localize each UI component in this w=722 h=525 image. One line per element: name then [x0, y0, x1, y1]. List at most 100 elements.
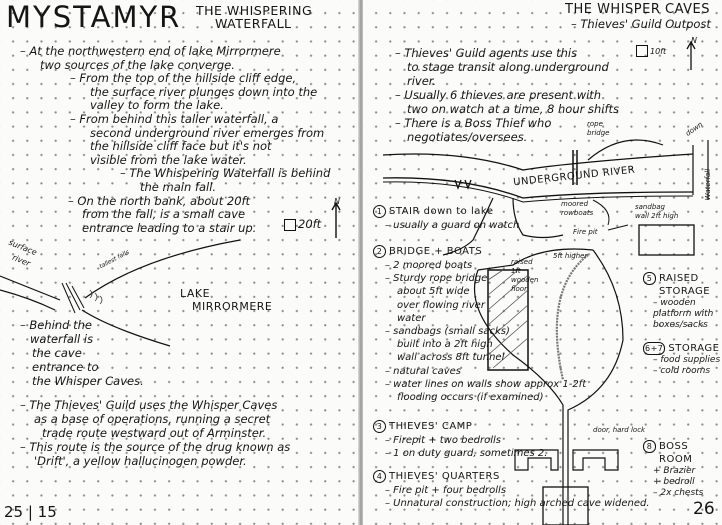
key-line: – Sturdy rope bridge	[385, 273, 488, 285]
note-line: as a base of operations, running a secre…	[34, 412, 271, 426]
key-line: – Firepit + two bedrolls	[385, 435, 501, 446]
key-line: – Unnatural construction; high arched ca…	[385, 498, 650, 510]
key-title: BRIDGE + BOATS	[389, 246, 483, 257]
key-line: + Brazier	[653, 466, 696, 476]
note-line: second underground river emerges from	[90, 125, 325, 140]
note-line: – The Thieves' Guild uses the Whisper Ca…	[20, 398, 278, 412]
lake-label-1: LAKE	[180, 287, 211, 300]
north-arrow-icon	[686, 40, 696, 70]
note-line: valley to form the lake.	[90, 98, 224, 113]
page-number: 25 | 15	[4, 503, 57, 521]
key-number: 2	[373, 245, 386, 258]
note-line: two sources of the lake converge.	[40, 57, 235, 72]
right-page: THE WHISPER CAVES – Thieves' Guild Outpo…	[363, 0, 722, 525]
waterfall-label: Waterfall	[704, 168, 713, 201]
note-line: – Usually 6 thieves are present with	[395, 88, 602, 102]
key-line: – Fire pit + four bedrolls	[385, 485, 507, 496]
sandbag-wall-label: sandbag wall 2ft high	[635, 203, 679, 220]
note-line: from the fall, is a small cave	[82, 207, 246, 222]
key-line: – cold rooms	[653, 366, 711, 376]
key-number: 8	[643, 440, 656, 453]
scale-box	[636, 45, 648, 57]
note-line: – There is a Boss Thief who	[395, 116, 552, 130]
note-line: – The Whispering Waterfall is behind	[120, 166, 331, 181]
north-label: N	[691, 36, 697, 45]
key-title-2: STORAGE	[659, 286, 711, 297]
key-line: – wooden	[653, 298, 696, 308]
note-line: river.	[407, 74, 437, 88]
note-line: – Thieves' Guild agents use this	[395, 46, 578, 60]
lake-map	[0, 239, 241, 347]
cave-map	[382, 139, 709, 525]
key-number: 6+7	[643, 342, 666, 355]
key-line: water	[397, 312, 426, 324]
key-number: 4	[373, 470, 386, 483]
key-line: – 1 on duty guard, sometimes 2.	[385, 448, 548, 460]
scale-box	[284, 219, 296, 231]
note-line: – On the north bank, about 20ft	[68, 193, 251, 208]
left-page: MYSTAMYR THE WHISPERING WATERFALL – At t…	[0, 0, 360, 525]
note-line: visible from the lake water.	[90, 152, 247, 167]
key-line: – usually a guard on watch	[385, 220, 520, 231]
note-line: the main fall.	[140, 180, 217, 194]
five-ft-higher-label: 5ft higher	[553, 252, 588, 260]
note-line: the surface river plunges down into the	[90, 84, 318, 99]
down-label: down	[684, 120, 705, 138]
key-line: – water lines on walls show approx 1-2ft	[385, 378, 587, 390]
key-line: – 2x chests	[653, 488, 704, 498]
note-line: – This route is the source of the drug k…	[20, 440, 291, 454]
page-number: 26	[693, 499, 715, 519]
key-line: – food supplies	[653, 355, 721, 365]
key-title: STORAGE	[668, 343, 720, 354]
note-line: – At the northwestern end of lake Mirror…	[20, 44, 281, 58]
scale-label: 20ft	[298, 217, 322, 231]
north-arrow-icon	[331, 201, 341, 238]
key-title: RAISED	[659, 273, 699, 284]
note-line: two on watch at a time, 8 hour shifts	[407, 102, 620, 116]
key-number: 1	[373, 205, 386, 218]
subtitle-line1: THE WHISPERING	[196, 3, 313, 18]
key-line: about 5ft wide	[397, 286, 470, 298]
key-line: built into a 2ft high	[397, 339, 493, 351]
key-number: 5	[643, 272, 656, 285]
key-line: – sandbags (small sacks)	[385, 326, 510, 337]
subtitle-line2: WATERFALL	[215, 16, 292, 31]
note-line: trade route westward out of Arminster.	[42, 426, 267, 440]
key-title: STAIR down to lake	[389, 206, 494, 217]
key-title-2: ROOM	[659, 454, 693, 465]
note-line: negotiates/oversees.	[407, 130, 528, 144]
key-number: 3	[373, 420, 386, 433]
moored-boats-label: moored rowboats	[561, 200, 594, 217]
scale-label: 10ft	[650, 47, 667, 56]
note-line: the hillside cliff face but it's not	[90, 139, 272, 154]
fire-pit-label: Fire pit	[573, 228, 598, 236]
note-line: – Behind the	[20, 318, 92, 332]
note-line: 'Drift', a yellow hallucinogen powder.	[34, 454, 247, 468]
key-line: over flowing river	[397, 299, 485, 311]
key-line: – natural caves	[385, 365, 462, 377]
key-line: + bedroll	[653, 477, 695, 487]
key-title: THIEVES' QUARTERS	[389, 471, 500, 482]
key-title: THIEVES' CAMP	[389, 421, 473, 432]
key-line: boxes/sacks	[653, 320, 708, 330]
book-gutter	[358, 0, 364, 525]
north-label: N	[334, 197, 340, 206]
note-line: the cave	[32, 346, 82, 360]
note-line: the Whisper Caves.	[32, 374, 144, 388]
page-title: MYSTAMYR	[6, 0, 182, 34]
rope-bridge-label: rope bridge	[587, 120, 610, 137]
note-line: entrance leading to a stair up.	[82, 220, 257, 235]
key-line: flooding occurs (if examined)	[397, 392, 544, 403]
page-subtitle: – Thieves' Guild Outpost	[571, 17, 711, 31]
note-line: – From the top of the hillside cliff edg…	[70, 71, 297, 86]
key-line: wall across 8ft tunnel	[397, 352, 505, 364]
note-line: waterfall is	[30, 332, 94, 346]
raised-floor-label: raised 1ft wooden floor	[511, 258, 539, 293]
